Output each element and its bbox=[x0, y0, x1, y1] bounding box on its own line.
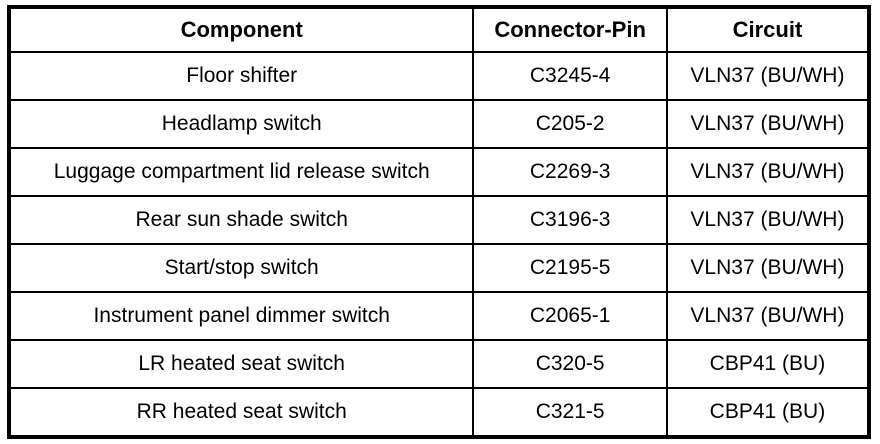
cell-circuit: VLN37 (BU/WH) bbox=[665, 291, 872, 341]
cell-circuit: VLN37 (BU/WH) bbox=[665, 51, 872, 101]
cell-connector_pin: C205-2 bbox=[472, 99, 668, 149]
cell-connector_pin: C2195-5 bbox=[472, 243, 668, 293]
cell-circuit: CBP41 (BU) bbox=[665, 387, 872, 439]
cell-component: Headlamp switch bbox=[6, 99, 475, 149]
cell-component: Instrument panel dimmer switch bbox=[6, 291, 475, 341]
cell-connector_pin: C2065-1 bbox=[472, 291, 668, 341]
cell-connector_pin: C321-5 bbox=[472, 387, 668, 439]
cell-component: Luggage compartment lid release switch bbox=[6, 147, 475, 197]
cell-connector_pin: C3245-4 bbox=[472, 51, 668, 101]
cell-connector_pin: C2269-3 bbox=[472, 147, 668, 197]
column-header-circuit: Circuit bbox=[665, 5, 872, 53]
cell-circuit: VLN37 (BU/WH) bbox=[665, 99, 872, 149]
column-header-connector_pin: Connector-Pin bbox=[472, 5, 668, 53]
cell-circuit: VLN37 (BU/WH) bbox=[665, 147, 872, 197]
column-header-component: Component bbox=[6, 5, 475, 53]
cell-component: Floor shifter bbox=[6, 51, 475, 101]
cell-component: RR heated seat switch bbox=[6, 387, 475, 439]
cell-connector_pin: C3196-3 bbox=[472, 195, 668, 245]
cell-component: LR heated seat switch bbox=[6, 339, 475, 389]
cell-circuit: CBP41 (BU) bbox=[665, 339, 872, 389]
cell-circuit: VLN37 (BU/WH) bbox=[665, 195, 872, 245]
cell-component: Start/stop switch bbox=[6, 243, 475, 293]
cell-component: Rear sun shade switch bbox=[6, 195, 475, 245]
cell-circuit: VLN37 (BU/WH) bbox=[665, 243, 872, 293]
cell-connector_pin: C320-5 bbox=[472, 339, 668, 389]
